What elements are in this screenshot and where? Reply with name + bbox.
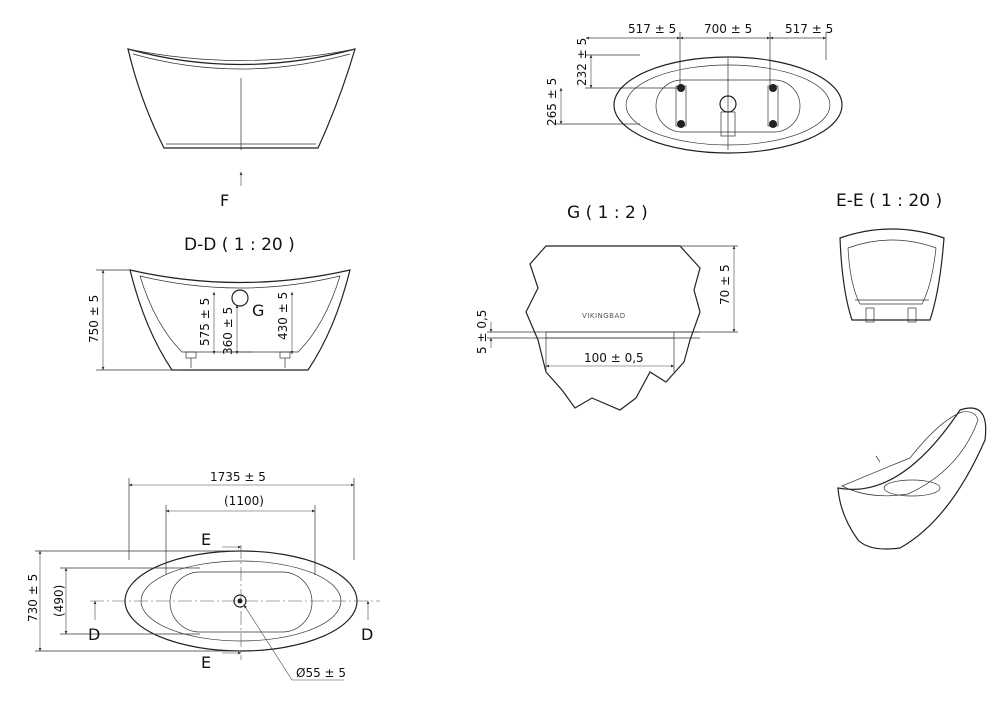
dim-drain: Ø55 ± 5 [296,666,346,680]
dim-232: 232 ± 5 [575,38,589,86]
detail-g-brand: VIKINGBAD [582,312,626,320]
section-mark-d-left: D [88,625,100,644]
plan-view: 1735 ± 5 (1100) 730 ± 5 (490) D D E E Ø5… [26,470,380,681]
front-view: F [127,48,356,210]
section-dd-title: D-D ( 1 : 20 ) [184,235,295,255]
section-ee: E-E ( 1 : 20 ) [836,191,945,323]
dim-750: 750 ± 5 [87,295,101,343]
dim-100: 100 ± 0,5 [584,351,644,365]
dim-1100: (1100) [224,494,264,508]
dim-517-right: 517 ± 5 [785,22,833,36]
dim-5: 5 ± 0,5 [475,310,489,354]
detail-g-title: G ( 1 : 2 ) [567,203,648,223]
section-mark-e-bottom: E [201,653,211,672]
dim-1735: 1735 ± 5 [210,470,266,484]
dim-730: 730 ± 5 [26,574,40,622]
isometric-view [837,407,987,550]
dim-360: 360 ± 5 [221,307,235,355]
detail-g: G ( 1 : 2 ) VIKINGBAD 70 ± 5 5 ± 0,5 100… [475,203,738,411]
top-detail-view: 517 ± 5 700 ± 5 517 ± 5 232 ± 5 265 ± 5 [545,22,843,154]
dim-490: (490) [52,585,66,617]
section-mark-d-right: D [361,625,373,644]
dim-700: 700 ± 5 [704,22,752,36]
section-mark-e-top: E [201,530,211,549]
section-dd: D-D ( 1 : 20 ) 750 ± 5 575 ± 5 360 ± 5 4… [87,235,351,371]
section-ee-title: E-E ( 1 : 20 ) [836,191,942,211]
dim-430: 430 ± 5 [276,292,290,340]
dim-265: 265 ± 5 [545,78,559,126]
detail-g-marker: G [252,301,264,320]
dim-70: 70 ± 5 [718,264,732,305]
dim-575: 575 ± 5 [198,298,212,346]
view-arrow-f-label: F [220,191,229,210]
dim-517-left: 517 ± 5 [628,22,676,36]
detail-g-marker-circle [231,289,249,307]
